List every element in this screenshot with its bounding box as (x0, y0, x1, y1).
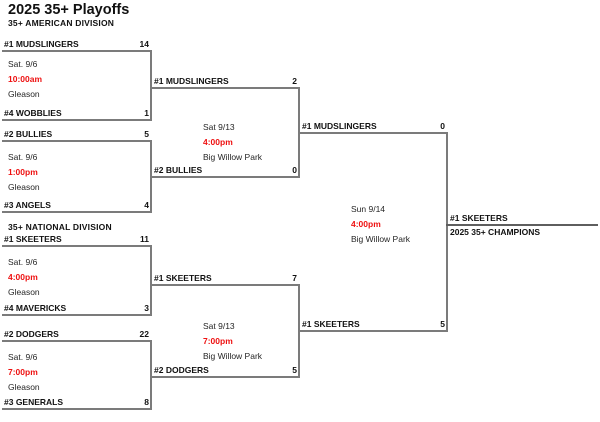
bracket-vline (446, 132, 448, 332)
team-name: #2 BULLIES (4, 129, 53, 139)
team-name: #1 SKEETERS (302, 319, 360, 329)
team-name: #1 MUDSLINGERS (4, 39, 79, 49)
team-row-skeeters-final: #1 SKEETERS 5 (302, 317, 445, 329)
team-row-skeeters-semi: #1 SKEETERS 7 (154, 271, 297, 283)
game-date: Sat. 9/6 (8, 152, 38, 162)
team-row-mudslingers-semi: #1 MUDSLINGERS 2 (154, 74, 297, 86)
game-info: Sat 9/13 4:00pm Big Willow Park (203, 120, 262, 165)
team-score: 8 (144, 397, 149, 407)
game-info: Sat. 9/6 1:00pm Gleason (8, 150, 40, 195)
team-score: 4 (144, 200, 149, 210)
team-row-dodgers-semi: #2 DODGERS 5 (154, 363, 297, 375)
game-date: Sat 9/13 (203, 321, 235, 331)
game-date: Sat. 9/6 (8, 59, 38, 69)
bracket-vline (150, 50, 152, 121)
bracket-hline (298, 132, 448, 134)
game-venue: Big Willow Park (351, 234, 411, 244)
team-row-wobblies: #4 WOBBLIES 1 (4, 106, 149, 118)
team-score: 5 (292, 365, 297, 375)
team-name: #4 MAVERICKS (4, 303, 67, 313)
bracket-hline (2, 245, 152, 247)
team-score: 0 (292, 165, 297, 175)
game-date: Sat. 9/6 (8, 257, 38, 267)
team-name: #2 DODGERS (154, 365, 209, 375)
game-venue: Big Willow Park (203, 152, 263, 162)
bracket-hline (2, 314, 152, 316)
page-title: 2025 35+ Playoffs (8, 2, 130, 18)
game-time: 4:00pm (351, 219, 381, 229)
bracket-hline (2, 408, 152, 410)
game-venue: Gleason (8, 287, 40, 297)
team-score: 0 (440, 121, 445, 131)
champion-caption: 2025 35+ CHAMPIONS (450, 227, 540, 237)
game-date: Sun 9/14 (351, 204, 386, 214)
bracket-hline (150, 176, 300, 178)
game-time: 4:00pm (203, 137, 233, 147)
team-row-dodgers-r1: #2 DODGERS 22 (4, 327, 149, 339)
team-score: 5 (440, 319, 445, 329)
bracket-vline (150, 245, 152, 316)
team-score: 7 (292, 273, 297, 283)
team-name: #4 WOBBLIES (4, 108, 62, 118)
bracket-hline (150, 87, 300, 89)
game-venue: Gleason (8, 182, 40, 192)
game-time: 1:00pm (8, 167, 38, 177)
team-row-bullies-semi: #2 BULLIES 0 (154, 163, 297, 175)
bracket-hline (2, 340, 152, 342)
team-name: #1 MUDSLINGERS (154, 76, 229, 86)
division-header-american: 35+ AMERICAN DIVISION (8, 18, 115, 28)
bracket-hline (298, 330, 448, 332)
champion-name: #1 SKEETERS (450, 213, 508, 223)
team-name: #1 SKEETERS (4, 234, 62, 244)
team-score: 22 (139, 329, 149, 339)
game-venue: Gleason (8, 89, 40, 99)
champion-name-row: #1 SKEETERS (450, 211, 595, 223)
team-row-bullies-r1: #2 BULLIES 5 (4, 127, 149, 139)
bracket-hline (2, 50, 152, 52)
team-name: #3 GENERALS (4, 397, 64, 407)
champion-line (446, 224, 598, 226)
game-venue: Gleason (8, 382, 40, 392)
bracket-hline (150, 284, 300, 286)
team-row-generals: #3 GENERALS 8 (4, 395, 149, 407)
team-name: #3 ANGELS (4, 200, 51, 210)
game-time: 7:00pm (8, 367, 38, 377)
team-score: 5 (144, 129, 149, 139)
team-row-mudslingers-final: #1 MUDSLINGERS 0 (302, 119, 445, 131)
team-row-mudslingers-r1: #1 MUDSLINGERS 14 (4, 37, 149, 49)
bracket-hline (150, 376, 300, 378)
team-row-skeeters-r1: #1 SKEETERS 11 (4, 232, 149, 244)
bracket-hline (2, 140, 152, 142)
team-row-angels: #3 ANGELS 4 (4, 198, 149, 210)
game-date: Sat. 9/6 (8, 352, 38, 362)
bracket-vline (150, 340, 152, 410)
game-info: Sat 9/13 7:00pm Big Willow Park (203, 319, 262, 364)
team-row-mavericks: #4 MAVERICKS 3 (4, 301, 149, 313)
game-info: Sat. 9/6 7:00pm Gleason (8, 350, 40, 395)
team-score: 3 (144, 303, 149, 313)
team-score: 11 (140, 234, 149, 244)
team-score: 1 (144, 108, 149, 118)
team-score: 14 (139, 39, 149, 49)
team-name: #2 DODGERS (4, 329, 59, 339)
bracket-hline (2, 211, 152, 213)
game-info: Sat. 9/6 10:00am Gleason (8, 57, 42, 102)
bracket-hline (2, 119, 152, 121)
team-name: #1 MUDSLINGERS (302, 121, 377, 131)
game-time: 4:00pm (8, 272, 38, 282)
game-time: 10:00am (8, 74, 43, 84)
team-score: 2 (292, 76, 297, 86)
game-info: Sun 9/14 4:00pm Big Willow Park (351, 202, 410, 247)
game-info: Sat. 9/6 4:00pm Gleason (8, 255, 40, 300)
game-venue: Big Willow Park (203, 351, 263, 361)
game-date: Sat 9/13 (203, 122, 235, 132)
team-name: #2 BULLIES (154, 165, 203, 175)
division-header-national: 35+ NATIONAL DIVISION (8, 222, 112, 232)
game-time: 7:00pm (203, 336, 233, 346)
team-name: #1 SKEETERS (154, 273, 212, 283)
